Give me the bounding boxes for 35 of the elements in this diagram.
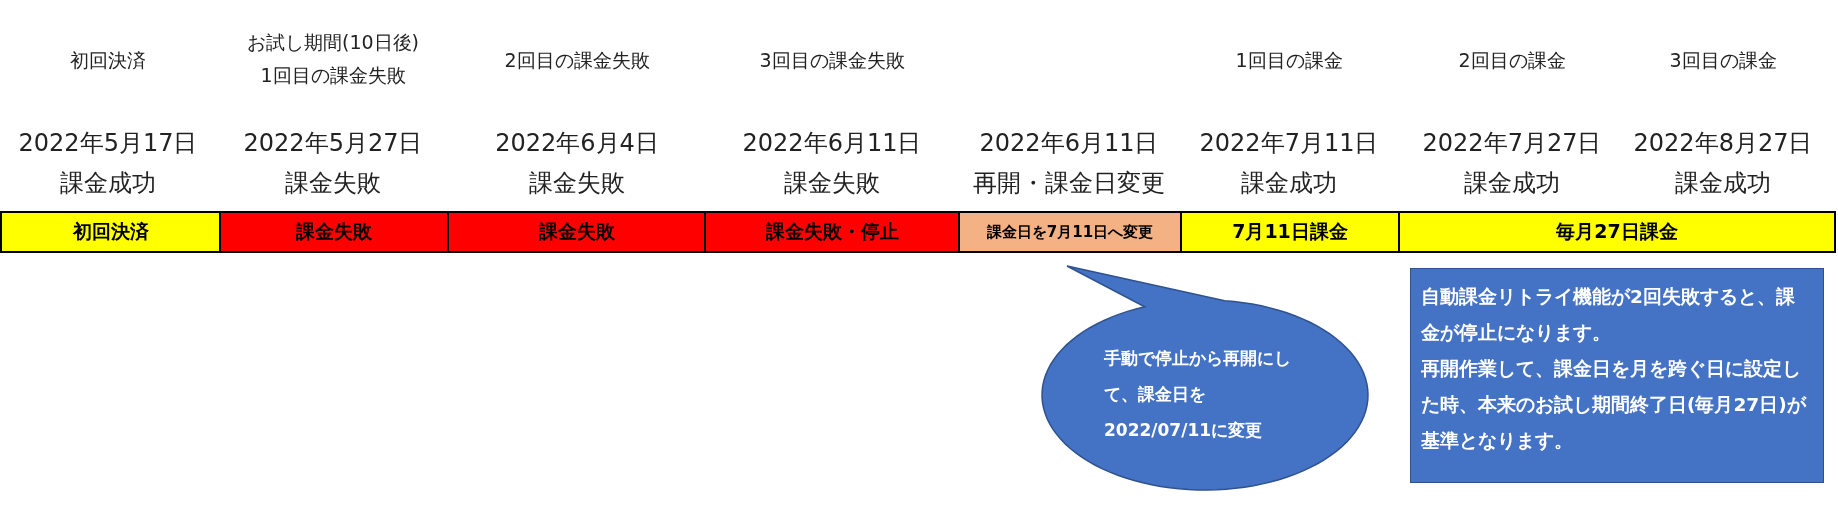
date-label: 2022年5月17日 bbox=[18, 128, 198, 159]
date-label: 2022年6月11日 bbox=[979, 128, 1159, 159]
status-label: 再開・課金日変更 bbox=[973, 168, 1165, 199]
timeline-segment: 課金失敗・停止 bbox=[704, 211, 960, 253]
date-label: 2022年5月27日 bbox=[243, 128, 423, 159]
column-heading: 3回目の課金 bbox=[1669, 48, 1777, 73]
column-heading: 3回目の課金失敗 bbox=[759, 48, 905, 73]
date-label: 2022年8月27日 bbox=[1633, 128, 1813, 159]
date-label: 2022年7月11日 bbox=[1199, 128, 1379, 159]
speech-bubble bbox=[1040, 262, 1372, 494]
column-heading: 1回目の課金 bbox=[1235, 48, 1343, 73]
status-label: 課金失敗 bbox=[529, 168, 625, 199]
timeline-segment: 7月11日課金 bbox=[1180, 211, 1400, 253]
column-heading: お試し期間(10日後) 1回目の課金失敗 bbox=[246, 30, 420, 89]
note-text: 自動課金リトライ機能が2回失敗すると、課金が停止になります。 bbox=[1421, 285, 1796, 345]
status-label: 課金失敗 bbox=[285, 168, 381, 199]
note-text: 再開作業して、課金日を月を跨ぐ日に設定した時、本来のお試し期間終了日(毎月27日)が基準となります。 bbox=[1421, 357, 1808, 453]
timeline-segment: 課金失敗 bbox=[219, 211, 449, 253]
date-label: 2022年6月11日 bbox=[742, 128, 922, 159]
date-label: 2022年7月27日 bbox=[1422, 128, 1602, 159]
note-box bbox=[1410, 268, 1824, 483]
column-heading: 初回決済 bbox=[70, 48, 146, 73]
date-label: 2022年6月4日 bbox=[495, 128, 659, 159]
status-label: 課金成功 bbox=[1241, 168, 1337, 199]
callout-text: 手動で停止から再開にして、課金日を2022/07/11に変更 bbox=[1104, 347, 1292, 442]
status-label: 課金成功 bbox=[1675, 168, 1771, 199]
timeline-segment: 毎月27日課金 bbox=[1398, 211, 1836, 253]
status-label: 課金成功 bbox=[60, 168, 156, 199]
column-heading: 2回目の課金 bbox=[1458, 48, 1566, 73]
status-label: 課金失敗 bbox=[784, 168, 880, 199]
timeline-segment: 初回決済 bbox=[0, 211, 221, 253]
status-label: 課金成功 bbox=[1464, 168, 1560, 199]
timeline-segment: 課金日を7月11日へ変更 bbox=[958, 211, 1182, 253]
timeline-segment: 課金失敗 bbox=[447, 211, 706, 253]
column-heading: 2回目の課金失敗 bbox=[504, 48, 650, 73]
